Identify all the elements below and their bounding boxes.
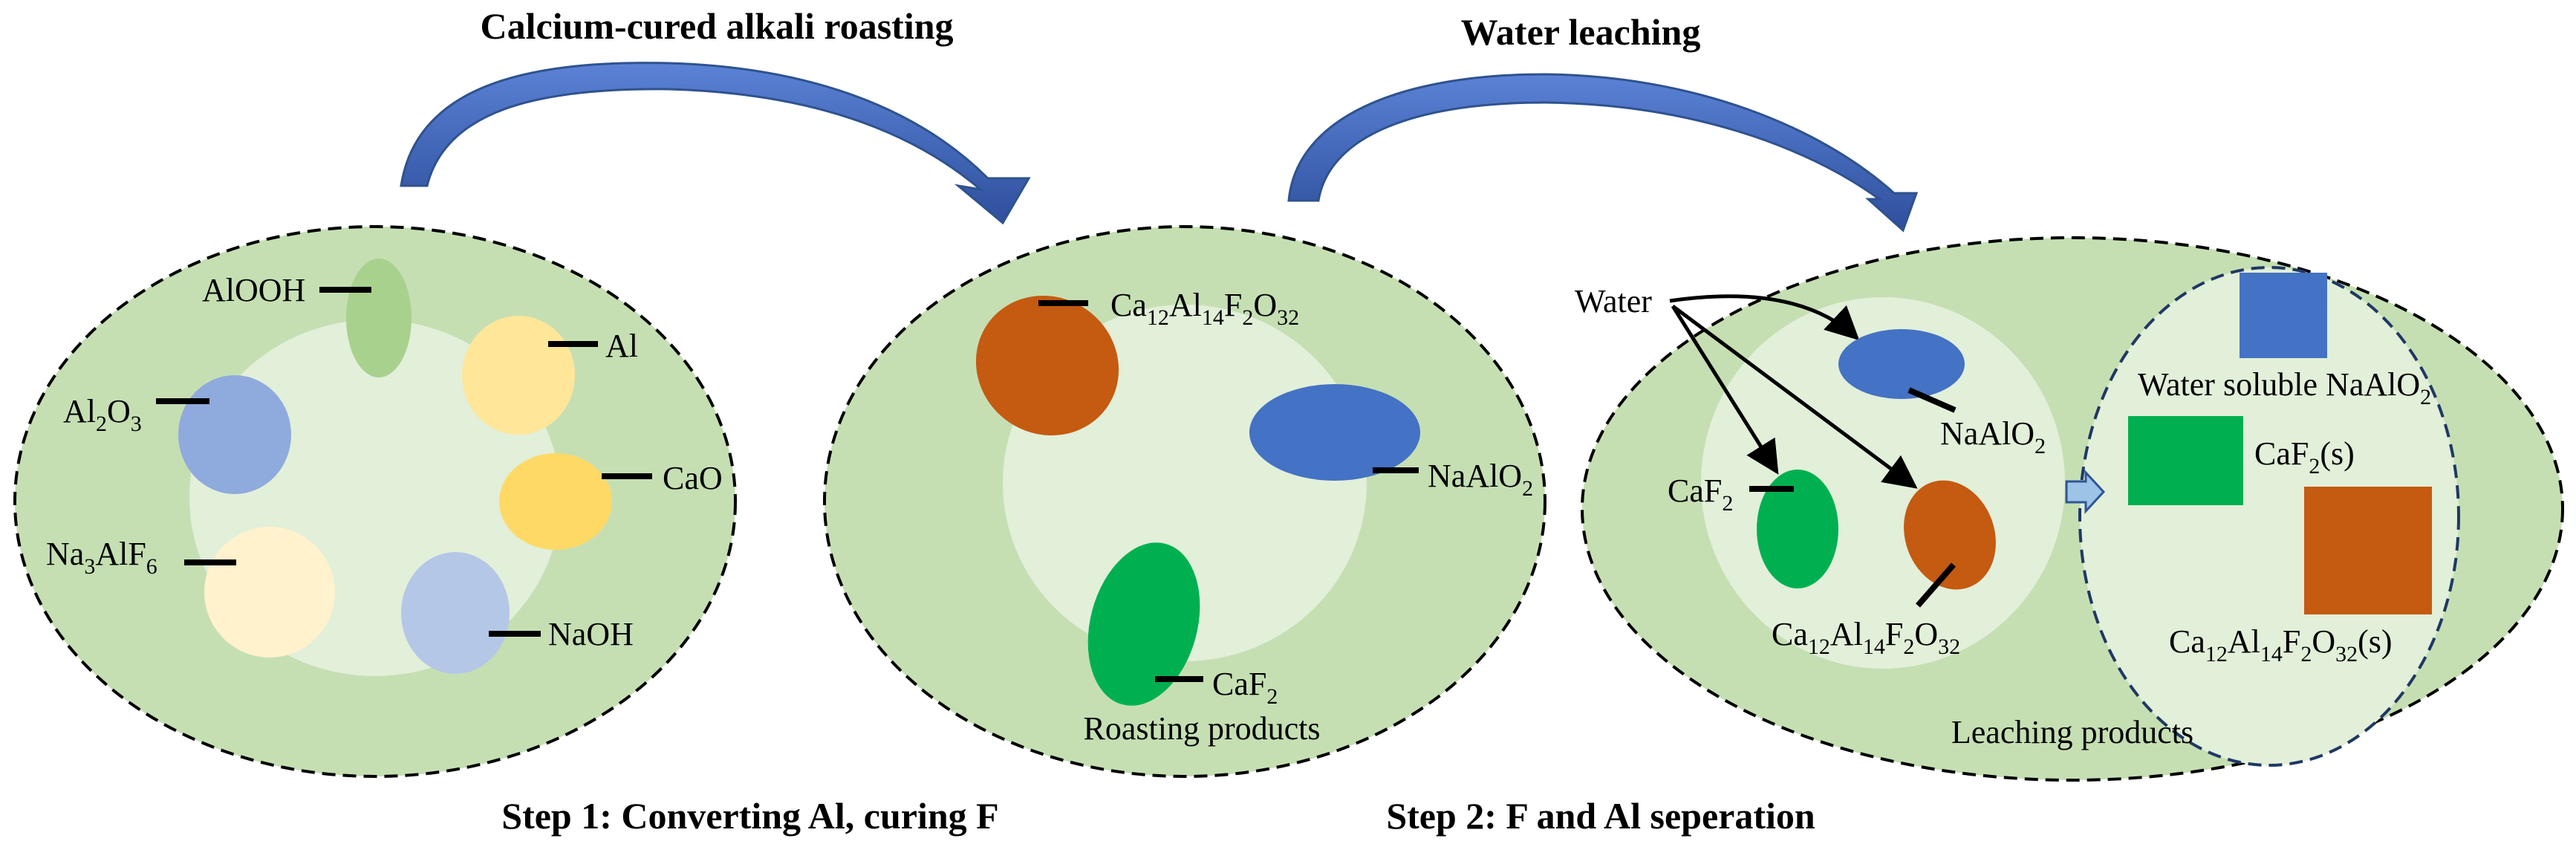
cao-particle xyxy=(499,453,612,550)
alooh-particle xyxy=(346,259,412,377)
naalo2-particle xyxy=(1838,329,1965,399)
roasting-products-caption: Roasting products xyxy=(1084,710,1321,747)
na3alf6-label: Na3AlF6 xyxy=(46,536,157,579)
ca12al14f2o32-label: Ca12Al14F2O32 xyxy=(1110,287,1299,330)
al2o3-label: Al2O3 xyxy=(63,393,142,436)
naalo2-leader xyxy=(1907,387,1957,413)
caf2-particle xyxy=(1087,542,1200,706)
ca12-solid-label: Ca12Al14F2O32(s) xyxy=(2169,623,2393,666)
separated-products-ellipse xyxy=(2078,266,2460,767)
cao-label: CaO xyxy=(663,460,723,496)
ca12al14f2o32-label: Ca12Al14F2O32 xyxy=(1772,616,1960,659)
naalo2-particle xyxy=(1249,384,1420,481)
caf2-solid-square xyxy=(2128,416,2243,505)
caf2-label: CaF2 xyxy=(1668,473,1733,516)
water-arrow-naalo2 xyxy=(1669,294,1860,341)
ca12-solid-square xyxy=(2304,487,2432,614)
caf2-solid-label: CaF2(s) xyxy=(2254,435,2355,478)
caf2-label: CaF2 xyxy=(1212,666,1278,709)
ca12al14f2o32-particle xyxy=(1904,480,1996,590)
step1-caption: Step 1: Converting Al, curing F xyxy=(501,795,998,837)
roasting-products-panel: Ca12Al14F2O32 NaAlO2 CaF2 Roasting produ… xyxy=(823,225,1546,778)
ca12al14f2o32-particle xyxy=(975,295,1119,436)
al-label: Al xyxy=(605,328,638,364)
step2-caption: Step 2: F and Al seperation xyxy=(1386,795,1815,837)
leaching-heading: Water leaching xyxy=(1461,11,1701,53)
al-particle xyxy=(462,316,575,435)
ca12al14f2o32-leader xyxy=(1915,562,1957,608)
al2o3-particle xyxy=(178,375,291,494)
leaching-products-panel: Water NaAlO2 CaF2 Ca12Al14F2O32 Water so… xyxy=(1575,236,2564,782)
water-arrow-ca12 xyxy=(1671,304,1918,489)
naalo2-label: NaAlO2 xyxy=(1940,415,2046,458)
roasting-arrow xyxy=(400,62,1031,225)
leaching-products-caption: Leaching products xyxy=(1951,714,2193,750)
roasting-heading: Calcium-cured alkali roasting xyxy=(480,5,953,47)
soluble-naalo2-label: Water soluble NaAlO2 xyxy=(2138,366,2431,409)
naoh-particle xyxy=(401,552,510,674)
soluble-naalo2-square xyxy=(2240,273,2327,358)
water-label: Water xyxy=(1575,283,1652,319)
naalo2-label: NaAlO2 xyxy=(1428,458,1533,501)
leaching-arrow xyxy=(1287,73,1919,233)
naoh-label: NaOH xyxy=(548,616,634,652)
na3alf6-particle xyxy=(204,527,335,658)
alooh-label: AlOOH xyxy=(202,272,305,308)
raw-materials-panel: AlOOH Al Al2O3 CaO Na3AlF6 NaOH xyxy=(13,225,737,778)
caf2-particle xyxy=(1757,470,1838,588)
separation-arrow xyxy=(2065,470,2106,514)
water-arrow-caf2 xyxy=(1671,305,1779,475)
